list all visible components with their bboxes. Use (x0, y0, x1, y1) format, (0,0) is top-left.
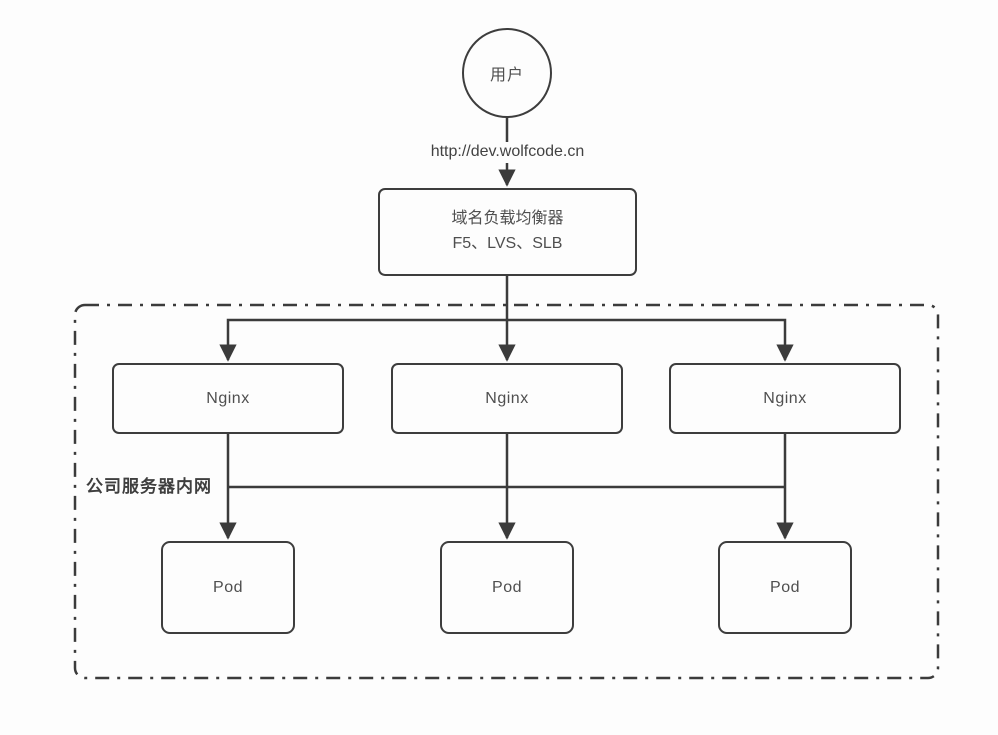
edge-loadbalancer-to-nginx-right (507, 318, 794, 362)
nginx-node-middle: Nginx (391, 363, 623, 434)
pod-node-label: Pod (213, 578, 243, 596)
pod-node-label: Pod (770, 578, 800, 596)
nginx-node-right: Nginx (669, 363, 901, 434)
pod-node-middle: Pod (440, 541, 574, 634)
load-balancer-node: 域名负载均衡器 F5、LVS、SLB (378, 188, 637, 276)
edge-loadbalancer-to-nginx-left (219, 318, 507, 362)
nginx-node-label: Nginx (206, 389, 250, 407)
user-node-label: 用户 (489, 67, 524, 84)
pod-node-label: Pod (492, 578, 522, 596)
pod-node-right: Pod (718, 541, 852, 634)
load-balancer-subtitle: F5、LVS、SLB (452, 235, 563, 252)
nginx-node-left: Nginx (112, 363, 344, 434)
pod-node-left: Pod (161, 541, 295, 634)
load-balancer-title: 域名负载均衡器 (451, 210, 564, 228)
user-node: 用户 (462, 28, 552, 118)
nginx-node-label: Nginx (485, 389, 529, 407)
nginx-node-label: Nginx (763, 389, 807, 407)
intranet-label: 公司服务器内网 (86, 477, 212, 496)
intranet-boundary (73, 303, 940, 680)
request-url-label: http://dev.wolfcode.cn (390, 142, 625, 163)
